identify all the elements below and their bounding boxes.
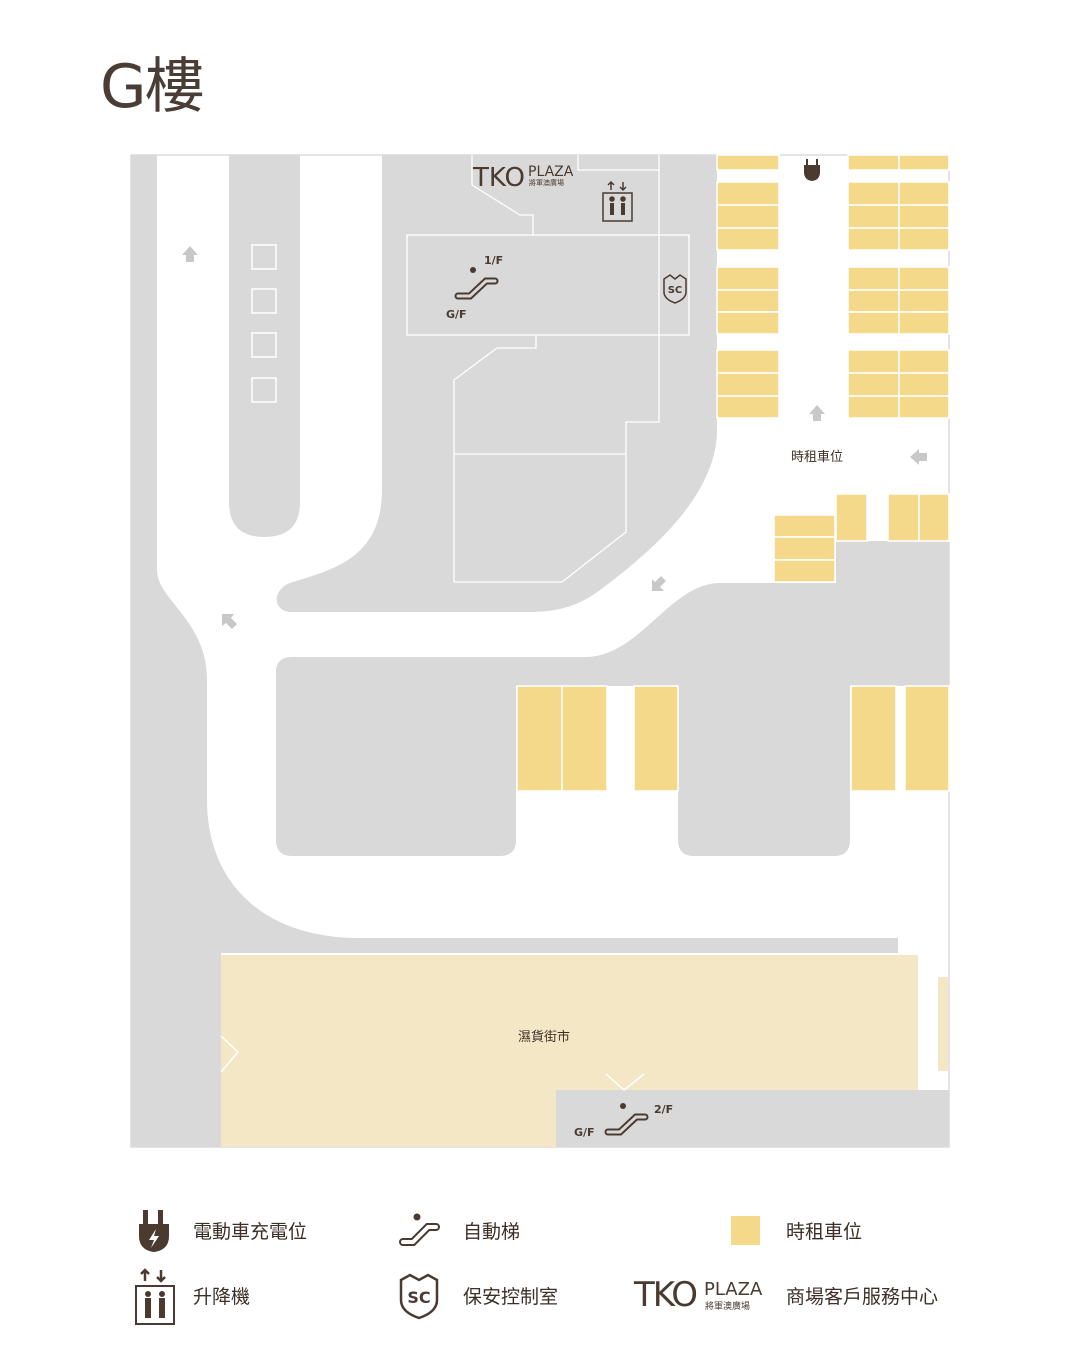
market-strip (938, 977, 948, 1071)
logo-plaza: PLAZA (528, 164, 574, 180)
legend-label: 商場客戶服務中心 (786, 1286, 939, 1308)
customer-service-logo[interactable]: TKO PLAZA 將軍澳廣場 (472, 163, 574, 193)
escalator-floor-lower: G/F (446, 308, 467, 321)
mall-building (276, 155, 717, 612)
logo-plaza: PLAZA (704, 1279, 763, 1300)
ev-charging-icon (804, 159, 820, 181)
svg-text:SC: SC (407, 1288, 430, 1307)
escalator-hall (556, 1090, 949, 1147)
wet-market-label: 濕貨街市 (518, 1029, 570, 1045)
wet-market (221, 955, 918, 1147)
legend-label: 時租車位 (786, 1221, 863, 1243)
escalator-icon (454, 267, 499, 300)
legend-label: 電動車充電位 (193, 1221, 308, 1243)
page-title: G樓 (100, 52, 204, 122)
logo-chinese: 將軍澳廣場 (705, 1302, 751, 1312)
parking-bays (251, 244, 277, 403)
arrow-up-icon (809, 405, 825, 421)
logo-text: TKO (472, 163, 525, 193)
hourly-parking-spaces (516, 154, 950, 792)
escalator-floor-lower: G/F (574, 1126, 595, 1139)
legend-label: 自動梯 (463, 1221, 521, 1243)
legend-label: 保安控制室 (463, 1286, 559, 1308)
hourly-parking-label: 時租車位 (791, 450, 843, 465)
escalator-floor-upper: 2/F (654, 1103, 673, 1116)
arrow-diagonal-icon (652, 576, 666, 591)
service-block (836, 541, 949, 583)
escalator-floor-upper: 1/F (484, 254, 503, 267)
left-floor-area (131, 155, 898, 1147)
tko-plaza-logo: TKO PLAZA 將軍澳廣場 (634, 1275, 764, 1315)
arrow-diagonal-icon (222, 614, 237, 629)
building-outlines (406, 155, 690, 583)
ev-charging-icon (139, 1210, 169, 1252)
security-icon: SC (663, 274, 687, 304)
elevator-icon (135, 1268, 175, 1325)
central-island (229, 155, 300, 537)
escalator-icon (399, 1213, 440, 1246)
elevator-icon (602, 180, 633, 222)
parking-swatch (731, 1216, 760, 1245)
arrow-up-icon (182, 246, 198, 262)
security-badge-text: SC (668, 285, 683, 296)
lower-floor-area (276, 583, 949, 856)
direction-arrows (182, 246, 927, 629)
security-icon: SC (399, 1273, 439, 1320)
escalator-icon (604, 1103, 649, 1136)
legend-label: 升降機 (193, 1286, 251, 1308)
doors (220, 1035, 645, 1091)
logo-text: TKO (634, 1275, 698, 1315)
logo-chinese: 將軍澳廣場 (529, 178, 564, 187)
arrow-left-icon (910, 449, 927, 465)
